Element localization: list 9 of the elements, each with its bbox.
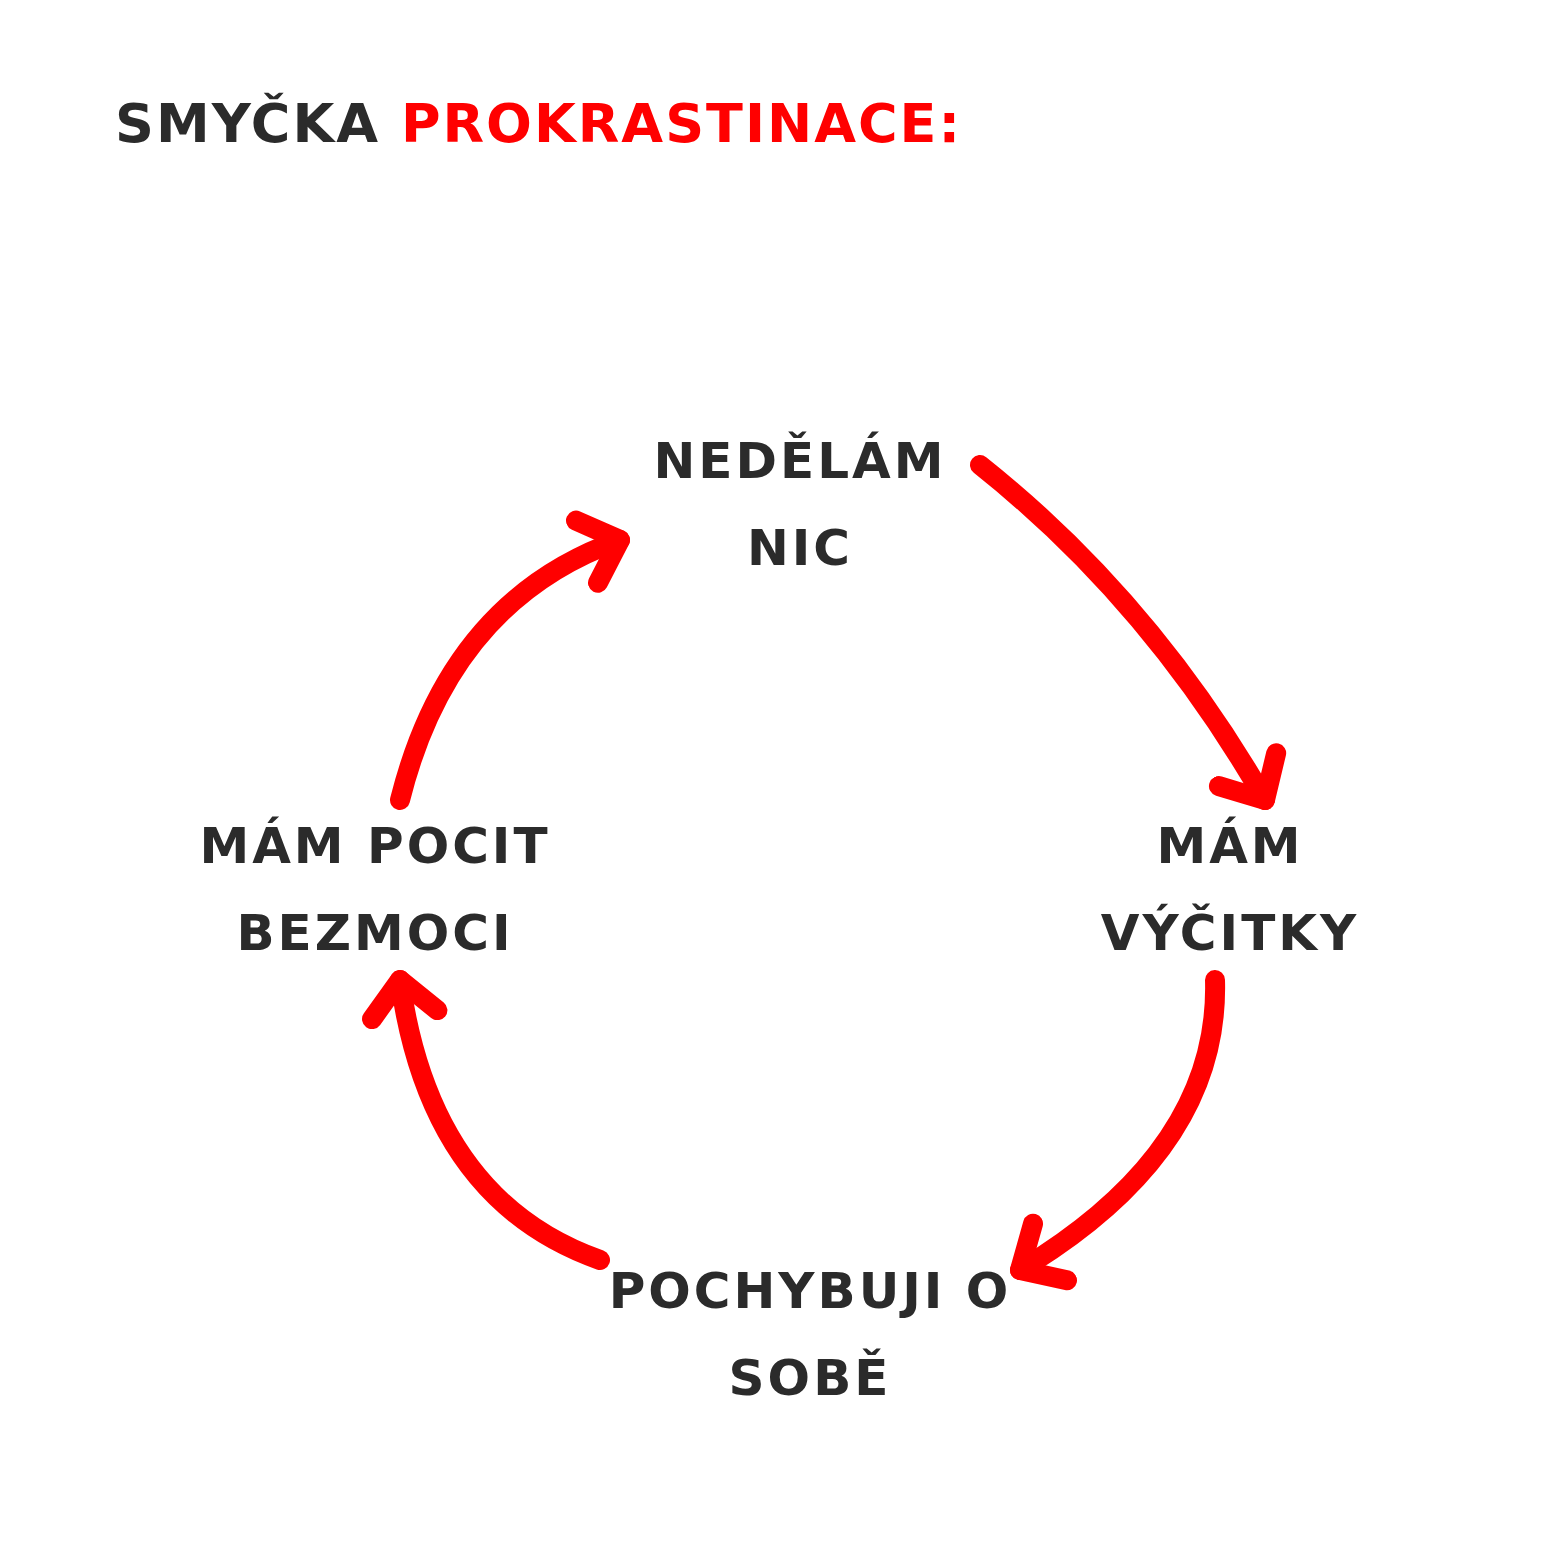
curved-arrow <box>390 512 630 810</box>
step-label: MÁM POCIT BEZMOCI <box>198 815 552 964</box>
curved-arrow <box>1010 970 1225 1289</box>
curved-arrow <box>363 970 610 1270</box>
step-label: POCHYBUJI O SOBĚ <box>607 1260 1013 1409</box>
step-label: MÁM VÝČITKY <box>1099 815 1361 964</box>
curved-arrow <box>970 455 1286 810</box>
step-label: NEDĚLÁM NIC <box>652 430 948 579</box>
title: SMYČKA PROKRASTINACE: <box>115 92 963 155</box>
